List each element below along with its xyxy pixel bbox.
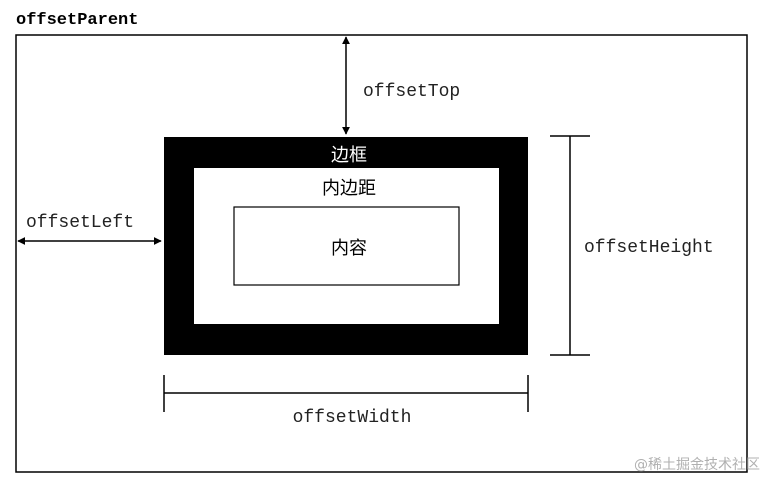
offset-width-label: offsetWidth xyxy=(293,408,412,428)
offset-parent-title: offsetParent xyxy=(16,11,138,30)
offset-top-label: offsetTop xyxy=(363,82,460,102)
border-label: 边框 xyxy=(331,145,367,166)
offset-height-bracket xyxy=(550,135,590,356)
padding-label: 内边距 xyxy=(322,178,376,199)
offset-height-label: offsetHeight xyxy=(584,238,714,258)
content-box xyxy=(233,206,460,286)
content-label: 内容 xyxy=(331,238,367,259)
offset-left-label: offsetLeft xyxy=(26,213,134,233)
offset-width-bracket xyxy=(163,375,529,412)
watermark-text: @稀土掘金技术社区 xyxy=(634,457,760,473)
offset-parent-box xyxy=(15,34,748,473)
